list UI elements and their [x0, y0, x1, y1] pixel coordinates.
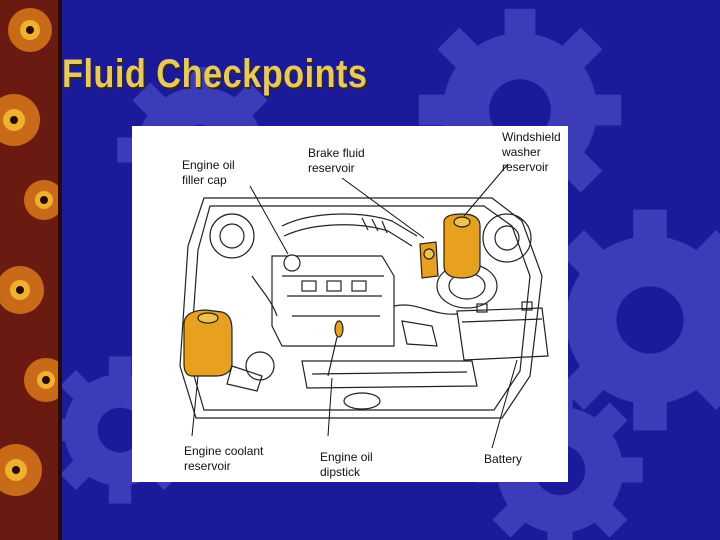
label-engine-oil-dipstick: Engine oil dipstick [320, 450, 373, 479]
label-brake-fluid-reservoir: Brake fluid reservoir [308, 146, 365, 175]
label-engine-oil-filler-cap: Engine oil filler cap [182, 158, 235, 187]
label-engine-coolant-reservoir: Engine coolant reservoir [184, 444, 264, 473]
label-windshield-washer-reservoir: Windshield washer reservoir [502, 130, 561, 174]
engine-bay-drawing [179, 163, 549, 449]
decorative-left-strip [0, 0, 62, 540]
slide-title: Fluid Checkpoints [62, 52, 368, 96]
engine-bay-diagram: Engine oil filler cap Brake fluid reserv… [132, 126, 568, 482]
label-battery: Battery [484, 452, 523, 466]
